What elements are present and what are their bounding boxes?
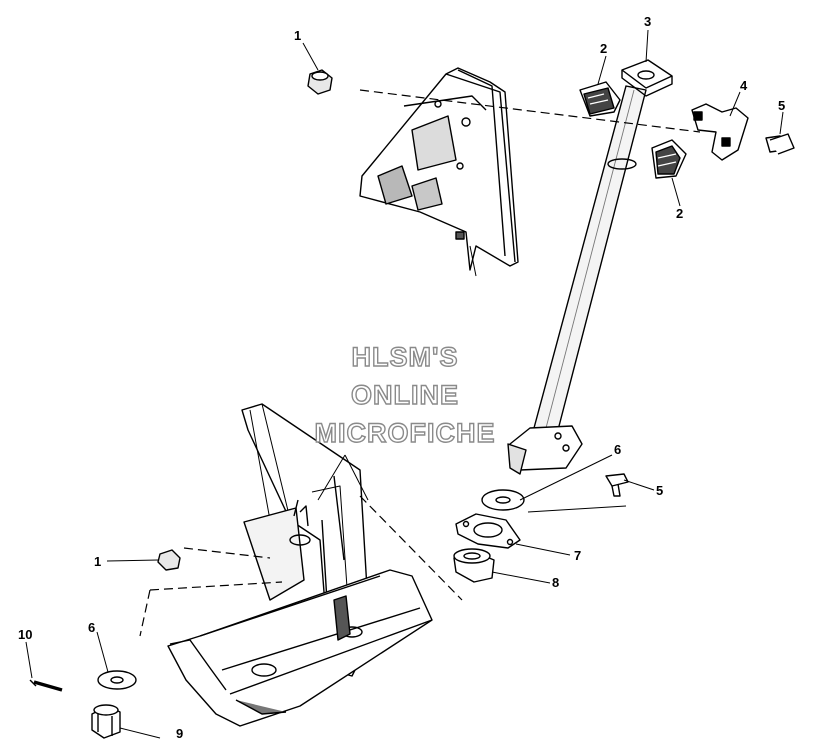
bolt-upper xyxy=(765,133,795,155)
callout-1-nut-lower: 1 xyxy=(94,554,102,569)
watermark-line-3: MICROFICHE xyxy=(314,418,496,448)
nut-upper xyxy=(307,69,333,95)
nut-lower xyxy=(157,549,181,571)
callout-2-bushing-upper: 2 xyxy=(600,41,608,56)
bushing-9 xyxy=(91,704,121,739)
top-flange xyxy=(621,59,673,97)
bushing-upper xyxy=(579,81,621,117)
leader-lines xyxy=(25,29,784,739)
callout-10-pin: 10 xyxy=(18,627,33,642)
bushing-ring xyxy=(453,548,495,583)
bushing-lower xyxy=(651,139,687,179)
pin-10 xyxy=(29,679,63,692)
washer-mid xyxy=(481,489,525,511)
callout-8-bushing-ring: 8 xyxy=(552,575,560,590)
callout-4-clamp: 4 xyxy=(740,78,748,93)
washer-lower xyxy=(97,670,137,690)
watermark-line-1: HLSM'S xyxy=(351,342,459,372)
callout-7-bearing-plate: 7 xyxy=(574,548,582,563)
lower-frame xyxy=(167,403,433,727)
bolt-mid xyxy=(605,473,629,497)
callout-6-washer-lower: 6 xyxy=(88,620,96,635)
callout-5-bolt-upper: 5 xyxy=(778,98,786,113)
callout-3-top-flange: 3 xyxy=(644,14,652,29)
upper-mount-bracket xyxy=(359,67,519,277)
alignment-lines xyxy=(139,89,701,637)
bearing-plate xyxy=(455,513,521,549)
steering-shaft xyxy=(507,85,647,475)
callout-1-nut-upper: 1 xyxy=(294,28,302,43)
watermark-line-2: ONLINE xyxy=(350,380,459,410)
column-clamp xyxy=(691,103,749,161)
callout-5-bolt-mid: 5 xyxy=(656,483,664,498)
callout-9-bushing: 9 xyxy=(176,726,184,741)
callout-2-bushing-lower: 2 xyxy=(676,206,684,221)
callout-6-washer-mid: 6 xyxy=(614,442,622,457)
